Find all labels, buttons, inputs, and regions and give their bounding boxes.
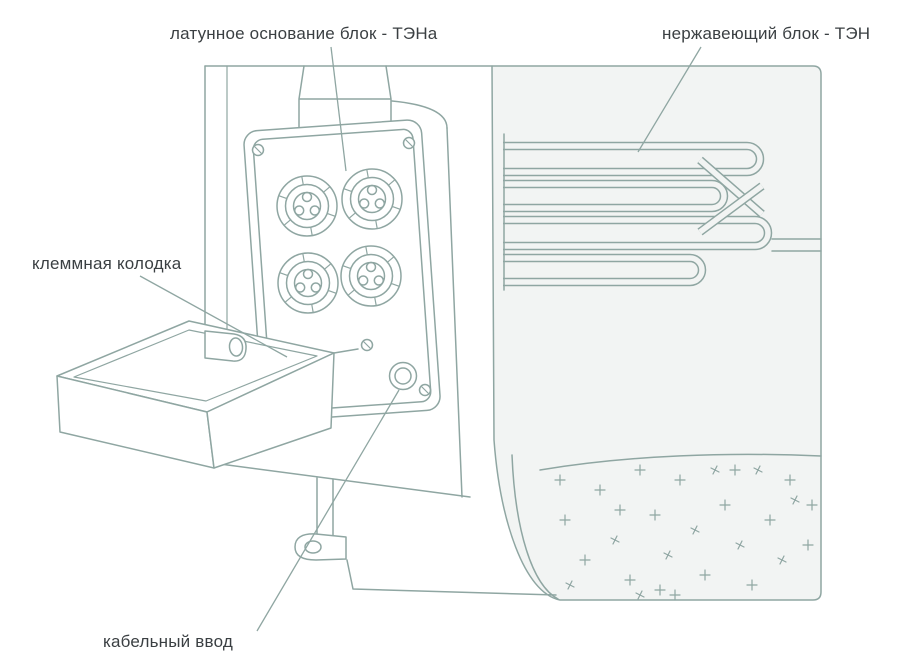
- inlet-stub: [298, 65, 392, 128]
- corner-screw-top-left: [251, 143, 265, 157]
- base-line: [346, 559, 557, 596]
- element-boss-bottom-left: [277, 252, 339, 314]
- tank-seam-lines: [771, 238, 822, 252]
- label-cable-entry: кабельный ввод: [103, 632, 233, 651]
- tank-inner-wall-curve: [511, 454, 559, 600]
- leader-line-brass-base: [330, 46, 347, 172]
- leader-lines: [139, 46, 702, 632]
- leader-line-terminal-block: [139, 275, 288, 358]
- cable-gland: [388, 361, 418, 391]
- mounting-ear: [204, 330, 247, 362]
- support-foot: [294, 533, 557, 596]
- terminal-box: [56, 320, 359, 469]
- heating-element-tubes: [503, 133, 773, 291]
- corner-screw-top-right: [402, 136, 416, 150]
- label-stainless-block: нержавеющий блок - ТЭН: [662, 24, 871, 43]
- plate-inner-edge: [252, 128, 432, 413]
- element-boss-top-right: [341, 168, 403, 230]
- leader-line-cable-entry: [256, 389, 400, 632]
- plate-screw: [360, 338, 374, 352]
- element-boss-top-left: [276, 175, 338, 237]
- corner-screw-bottom-right: [418, 383, 432, 397]
- label-terminal-block: клеммная колодка: [32, 254, 182, 273]
- label-brass-base: латунное основание блок - ТЭНа: [170, 24, 438, 43]
- insulation-hatch-marks: [554, 464, 818, 601]
- terminal-box-side-face: [206, 352, 335, 469]
- terminal-box-inner-rim: [73, 329, 318, 402]
- leader-line-stainless-block: [637, 46, 702, 153]
- element-boss-bottom-right: [340, 245, 402, 307]
- insulation-boundary: [539, 453, 822, 471]
